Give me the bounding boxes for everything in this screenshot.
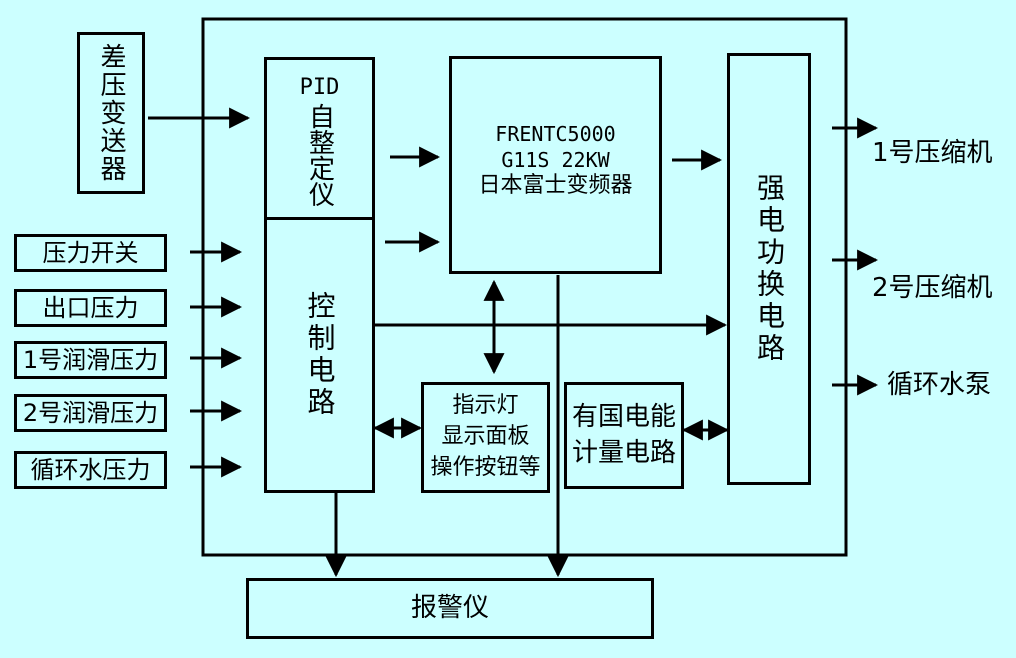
diff-pressure-transmitter-box: 差压变送器: [77, 32, 145, 194]
alarm-box: 报警仪: [246, 578, 654, 639]
indicator-panel-box: 指示灯 显示面板 操作按钮等: [421, 382, 550, 493]
inverter-spec-label: G11S 22KW: [501, 148, 610, 172]
control-circuit-box: 控制电路: [264, 217, 375, 493]
circ-pump-label: 循环水泵: [887, 370, 992, 400]
pid-label: PID: [299, 75, 340, 100]
lube1-pressure-label: 1号润滑压力: [22, 345, 159, 374]
energy-meter-box: 有国电能 计量电路: [564, 382, 684, 489]
pid-self-tuning-label: 自整定仪: [304, 102, 335, 207]
inverter-brand-label: 日本富士变频器: [478, 173, 633, 198]
power-switching-circuit-label: 强电功换电路: [753, 173, 786, 365]
power-switching-circuit-box: 强电功换电路: [727, 53, 811, 485]
enclosure-frame: [201, 17, 848, 557]
lube2-pressure-label: 2号润滑压力: [22, 398, 159, 427]
control-circuit-label: 控制电路: [303, 291, 337, 419]
outlet-pressure-box: 出口压力: [14, 289, 167, 327]
pid-controller-box: PID 自整定仪: [264, 57, 375, 220]
pressure-switch-label: 压力开关: [42, 238, 139, 267]
compressor1-label: 1号压缩机: [872, 138, 993, 168]
lube2-pressure-box: 2号润滑压力: [14, 394, 167, 432]
panel-buttons-label: 操作按钮等: [430, 454, 541, 480]
circ-water-pressure-box: 循环水压力: [14, 451, 167, 489]
alarm-label: 报警仪: [410, 592, 489, 623]
diff-pressure-label: 差压变送器: [96, 43, 126, 183]
pressure-switch-box: 压力开关: [14, 234, 167, 272]
panel-indicator-label: 指示灯: [452, 393, 519, 419]
meter-line1-label: 有国电能: [571, 402, 676, 433]
compressor2-label: 2号压缩机: [872, 273, 993, 303]
meter-line2-label: 计量电路: [571, 437, 676, 468]
inverter-model-label: FRENTC5000: [495, 122, 616, 146]
outlet-pressure-label: 出口压力: [42, 293, 139, 322]
lube1-pressure-box: 1号润滑压力: [14, 341, 167, 379]
circ-water-pressure-label: 循环水压力: [30, 455, 151, 484]
inverter-box: FRENTC5000 G11S 22KW 日本富士变频器: [449, 56, 662, 274]
panel-display-label: 显示面板: [441, 424, 530, 450]
